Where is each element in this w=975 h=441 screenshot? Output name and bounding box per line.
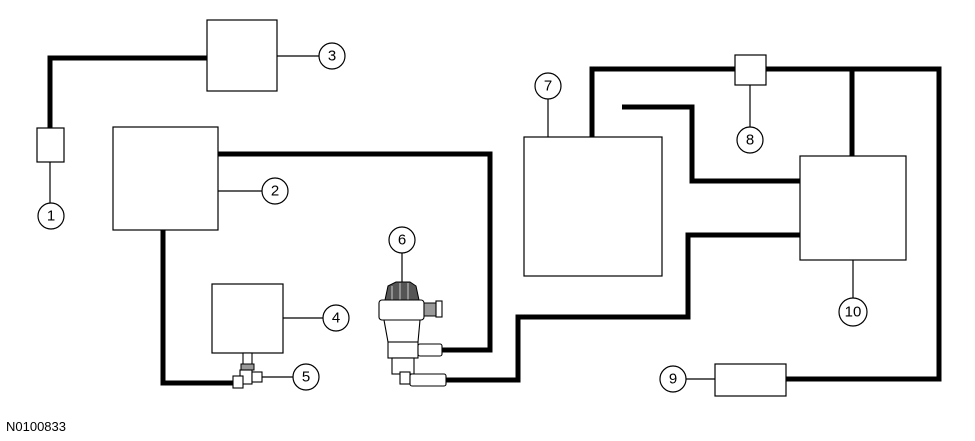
components: [36, 19, 907, 397]
component-4: [211, 283, 284, 354]
callout-5: 5: [292, 363, 320, 391]
callout-6: 6: [388, 226, 416, 254]
callout-10: 10: [838, 297, 868, 327]
component-3: [206, 19, 278, 92]
svg-text:6: 6: [398, 232, 406, 249]
hose-2-to-valve: [218, 151, 493, 353]
leader-lines: [49, 55, 854, 380]
component-1: [36, 127, 65, 163]
svg-text:8: 8: [746, 132, 754, 149]
svg-text:9: 9: [669, 371, 677, 388]
svg-text:7: 7: [544, 78, 552, 95]
callout-2: 2: [261, 177, 289, 205]
hose-lines: [47, 55, 942, 386]
component-9: [714, 363, 787, 397]
hose-2-to-5: [160, 230, 236, 386]
hose-valve-to-10: [446, 232, 800, 383]
component-7: [523, 136, 663, 277]
component-2: [112, 126, 219, 231]
svg-text:3: 3: [328, 48, 336, 65]
hose-1-to-3: [47, 55, 207, 128]
svg-text:1: 1: [47, 208, 55, 225]
svg-text:2: 2: [271, 183, 279, 200]
component-8: [734, 54, 767, 86]
callout-8: 8: [736, 126, 764, 154]
callout-1: 1: [37, 202, 65, 230]
figure-reference-code: N0100833: [6, 419, 66, 434]
component-6-valve: [378, 281, 447, 387]
svg-text:10: 10: [845, 304, 862, 321]
component-5-fitting: [232, 352, 263, 389]
hose-7-to-10: [622, 104, 800, 184]
callout-4: 4: [322, 304, 350, 332]
component-10: [799, 155, 907, 261]
callout-7: 7: [534, 72, 562, 100]
hose-7-to-8: [589, 66, 735, 137]
callout-3: 3: [318, 42, 346, 70]
callouts: 1 2 3 4 5 6 7 8: [37, 42, 868, 393]
svg-text:4: 4: [332, 310, 340, 327]
svg-text:5: 5: [302, 369, 310, 386]
callout-9: 9: [659, 365, 687, 393]
